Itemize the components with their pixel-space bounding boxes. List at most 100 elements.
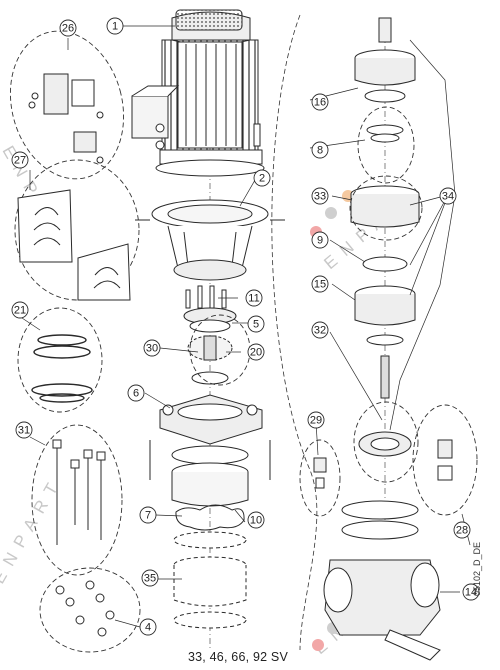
- callout-circle: [439, 187, 457, 205]
- callout-35: 35: [141, 569, 159, 587]
- callout-label: 15: [314, 279, 326, 291]
- callout-30: 30: [143, 339, 161, 357]
- callout-label: 34: [442, 191, 454, 203]
- fastener-set: [55, 580, 115, 637]
- callout-circle: [139, 618, 157, 636]
- pump-head: [149, 394, 271, 480]
- chamber-stack: [350, 17, 420, 457]
- pump-foot: [323, 500, 441, 661]
- callout-34: 34: [439, 187, 457, 205]
- callout-11: 11: [245, 289, 263, 307]
- callout-28: 28: [453, 521, 471, 539]
- callout-circle: [139, 506, 157, 524]
- callout-27: 27: [11, 151, 29, 169]
- callout-label: 28: [456, 525, 468, 537]
- group-29-outline: [299, 439, 341, 517]
- group-outlines: [9, 30, 478, 653]
- callout-33: 33: [311, 187, 329, 205]
- group-27-outline: [14, 159, 140, 301]
- callout-circle: [311, 187, 329, 205]
- callout-label: 9: [317, 235, 323, 247]
- callout-14: 14: [462, 583, 480, 601]
- leader-lines: [21, 25, 471, 628]
- coupling: [183, 285, 237, 333]
- callout-4: 4: [139, 618, 157, 636]
- callout-15: 15: [311, 275, 329, 293]
- callout-label: 2: [259, 173, 265, 185]
- callout-label: 11: [248, 293, 259, 305]
- callout-circle: [307, 411, 325, 429]
- group-21-outline: [17, 307, 103, 413]
- small-parts: [313, 439, 453, 489]
- separator-curve: [271, 14, 318, 651]
- callout-circle: [311, 93, 329, 111]
- callout-7: 7: [139, 506, 157, 524]
- coupling-guard-plates: [17, 189, 131, 301]
- tie-bolts: [52, 439, 106, 545]
- callout-circle: [127, 384, 145, 402]
- callout-label: 6: [133, 388, 139, 400]
- model-caption: 33, 46, 66, 92 SV: [188, 650, 289, 664]
- callout-label: 20: [250, 347, 262, 359]
- callout-circle: [253, 169, 271, 187]
- callout-circle: [311, 275, 329, 293]
- o-ring-set: [31, 334, 93, 403]
- callout-label: 30: [146, 343, 158, 355]
- group-28-outline: [412, 404, 478, 516]
- callout-label: 35: [144, 573, 156, 585]
- shaft-seal: [187, 335, 233, 385]
- sleeve-stack: [171, 445, 249, 629]
- drawing-number: 05102_D_DE: [472, 541, 482, 596]
- group-33-outline: [349, 175, 423, 241]
- callout-label: 31: [18, 425, 30, 437]
- callout-label: 10: [250, 515, 262, 527]
- callout-circle: [15, 421, 33, 439]
- motor-stool: [135, 199, 285, 281]
- callout-label: 14: [465, 587, 477, 599]
- callout-circle: [311, 141, 329, 159]
- callout-1: 1: [106, 17, 124, 35]
- callout-6: 6: [127, 384, 145, 402]
- callout-circle: [462, 583, 480, 601]
- callout-circle: [11, 151, 29, 169]
- motor: [131, 9, 265, 177]
- callout-label: 26: [62, 23, 74, 35]
- callout-8: 8: [311, 141, 329, 159]
- callout-label: 1: [112, 21, 118, 33]
- callout-circle: [143, 339, 161, 357]
- callout-label: 7: [145, 510, 151, 522]
- callout-label: 32: [314, 325, 326, 337]
- callout-label: 8: [317, 145, 323, 157]
- callout-circle: [11, 301, 29, 319]
- callout-circle: [245, 289, 263, 307]
- group-26-outline: [9, 30, 125, 180]
- callout-circle: [311, 231, 329, 249]
- callout-layer: 1 2 4 5 6 7 8 9 10 11 14 15 16 20 21 26 27 28 29 30 31 32 33 34…: [11, 17, 480, 636]
- callout-circle: [247, 343, 265, 361]
- callout-label: 16: [314, 97, 326, 109]
- callout-label: 5: [253, 319, 259, 331]
- callout-label: 29: [310, 415, 322, 427]
- callout-circle: [247, 511, 265, 529]
- callout-label: 4: [145, 622, 151, 634]
- callout-label: 21: [14, 305, 26, 317]
- callout-32: 32: [311, 321, 329, 339]
- callout-circle: [453, 521, 471, 539]
- group-32-outline: [353, 401, 419, 483]
- group-4-outline: [39, 567, 141, 653]
- callout-circle: [247, 315, 265, 333]
- callout-2: 2: [253, 169, 271, 187]
- callout-circle: [141, 569, 159, 587]
- callout-circle: [311, 321, 329, 339]
- svg-text:ENPART: ENPART: [0, 472, 66, 587]
- group-8-outline: [357, 106, 415, 184]
- callout-9: 9: [311, 231, 329, 249]
- callout-26: 26: [59, 19, 77, 37]
- callout-circle: [106, 17, 124, 35]
- callout-label: 33: [314, 191, 326, 203]
- callout-20: 20: [247, 343, 265, 361]
- terminal-box-parts: [28, 73, 104, 164]
- group-31-outline: [31, 424, 123, 576]
